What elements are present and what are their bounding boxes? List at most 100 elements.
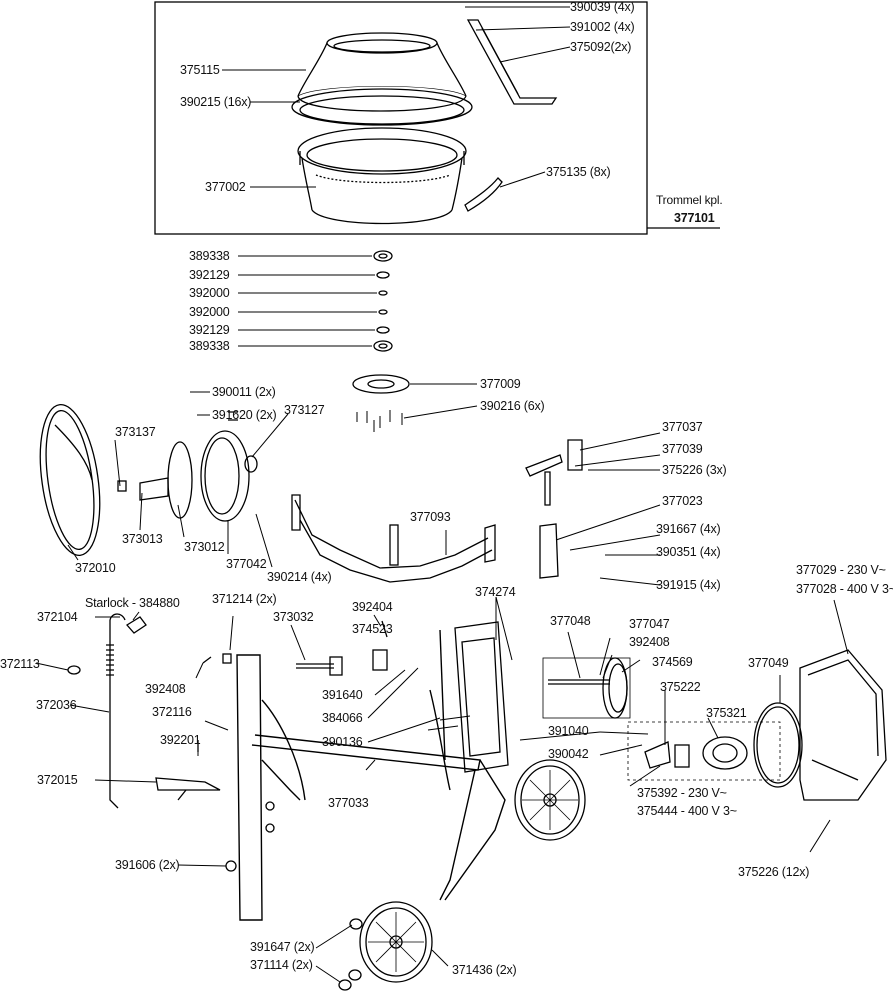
label-375444: 375444 - 400 V 3~ <box>637 804 737 818</box>
label-391620: 391620 (2x) <box>212 408 277 422</box>
fan-group-box <box>542 657 631 719</box>
yoke-frame <box>291 494 496 583</box>
washer-391606 <box>225 860 237 872</box>
label-391640: 391640 <box>322 688 363 702</box>
label-390214: 390214 (4x) <box>267 570 332 584</box>
label-377023: 377023 <box>662 494 703 508</box>
label-392129-bottom: 392129 <box>189 323 230 337</box>
label-391606: 391606 (2x) <box>115 858 180 872</box>
label-390216: 390216 (6x) <box>480 399 545 413</box>
label-389338-bottom: 389338 <box>189 339 230 353</box>
label-377029: 377029 - 230 V~ <box>796 563 886 577</box>
label-377039: 377039 <box>662 442 703 456</box>
label-375226-12x: 375226 (12x) <box>738 865 810 879</box>
label-392408-right: 392408 <box>629 635 670 649</box>
label-392404: 392404 <box>352 600 393 614</box>
gear-ring <box>39 403 101 557</box>
label-377009: 377009 <box>480 377 521 391</box>
label-375135: 375135 (8x) <box>546 165 611 179</box>
wheel-bottom <box>359 901 433 983</box>
label-392201: 392201 <box>160 733 201 747</box>
bolts-390216 <box>356 410 403 432</box>
label-391915: 391915 (4x) <box>656 578 721 592</box>
drum-cone <box>297 32 467 112</box>
label-391040: 391040 <box>548 724 589 738</box>
spring-rod <box>106 613 126 809</box>
label-377033: 377033 <box>328 796 369 810</box>
lever-372015 <box>155 777 221 791</box>
label-373012: 373012 <box>184 540 225 554</box>
label-390136: 390136 <box>322 735 363 749</box>
label-375321: 375321 <box>706 706 747 720</box>
motor-group <box>627 721 781 781</box>
label-372104: 372104 <box>37 610 78 624</box>
label-372113: 372113 <box>0 657 40 671</box>
assembly-number: 377101 <box>674 211 715 225</box>
label-392000-top: 392000 <box>189 286 230 300</box>
label-375115: 375115 <box>180 63 220 77</box>
label-373137: 373137 <box>115 425 156 439</box>
main-frame <box>236 629 506 921</box>
label-392408-left: 392408 <box>145 682 186 696</box>
label-371436: 371436 (2x) <box>452 963 517 977</box>
disc-373012 <box>167 441 193 519</box>
label-390011: 390011 (2x) <box>212 385 276 399</box>
pulley-377042 <box>200 430 250 522</box>
label-373013: 373013 <box>122 532 163 546</box>
fan-wheel-374569 <box>602 657 628 719</box>
label-374274: 374274 <box>475 585 516 599</box>
label-377093: 377093 <box>410 510 451 524</box>
label-372010: 372010 <box>75 561 116 575</box>
side-panel-374274 <box>454 621 509 773</box>
wheel-right <box>514 759 586 841</box>
drum-assembly-frame <box>154 1 648 235</box>
label-375092: 375092(2x) <box>570 40 632 54</box>
bearing-bracket <box>139 477 169 501</box>
label-377002: 377002 <box>205 180 246 194</box>
label-375392: 375392 - 230 V~ <box>637 786 727 800</box>
label-374569: 374569 <box>652 655 693 669</box>
gearbox-bracket <box>525 439 583 506</box>
fan-shaft <box>548 679 610 685</box>
ring-373127 <box>244 455 258 473</box>
motor-cover <box>799 649 887 801</box>
label-375226-3x: 375226 (3x) <box>662 463 727 477</box>
label-377049: 377049 <box>748 656 789 670</box>
gasket-377049 <box>753 702 803 788</box>
label-starlock: Starlock - 384880 <box>85 596 180 610</box>
label-371114: 371114 (2x) <box>250 958 313 972</box>
label-390042: 390042 <box>548 747 589 761</box>
label-390351: 390351 (4x) <box>656 545 721 559</box>
gear-segment <box>464 177 503 212</box>
drum-ring <box>291 88 473 126</box>
label-375222: 375222 <box>660 680 701 694</box>
plate-377023 <box>539 523 559 579</box>
label-373127: 373127 <box>284 403 325 417</box>
label-372015: 372015 <box>37 773 78 787</box>
label-390039: 390039 (4x) <box>570 0 635 14</box>
clip-372104 <box>126 616 147 634</box>
label-389338-top: 389338 <box>189 249 230 263</box>
assembly-title: Trommel kpl. <box>656 193 723 207</box>
label-391002: 391002 (4x) <box>570 20 635 34</box>
label-377042: 377042 <box>226 557 267 571</box>
label-392129-top: 392129 <box>189 268 230 282</box>
label-371214: 371214 (2x) <box>212 592 277 606</box>
label-377048: 377048 <box>550 614 591 628</box>
label-377028: 377028 - 400 V 3~ <box>796 582 893 596</box>
label-391647: 391647 (2x) <box>250 940 315 954</box>
label-390215: 390215 (16x) <box>180 95 252 109</box>
label-373032: 373032 <box>273 610 314 624</box>
nut-373137 <box>117 480 127 492</box>
label-377037: 377037 <box>662 420 703 434</box>
flange-377009 <box>352 374 410 394</box>
label-384066: 384066 <box>322 711 363 725</box>
drum-body <box>297 127 467 225</box>
label-374523: 374523 <box>352 622 393 636</box>
label-391667: 391667 (4x) <box>656 522 721 536</box>
label-392000-bottom: 392000 <box>189 305 230 319</box>
label-377047: 377047 <box>629 617 670 631</box>
washer-372113 <box>67 665 81 675</box>
